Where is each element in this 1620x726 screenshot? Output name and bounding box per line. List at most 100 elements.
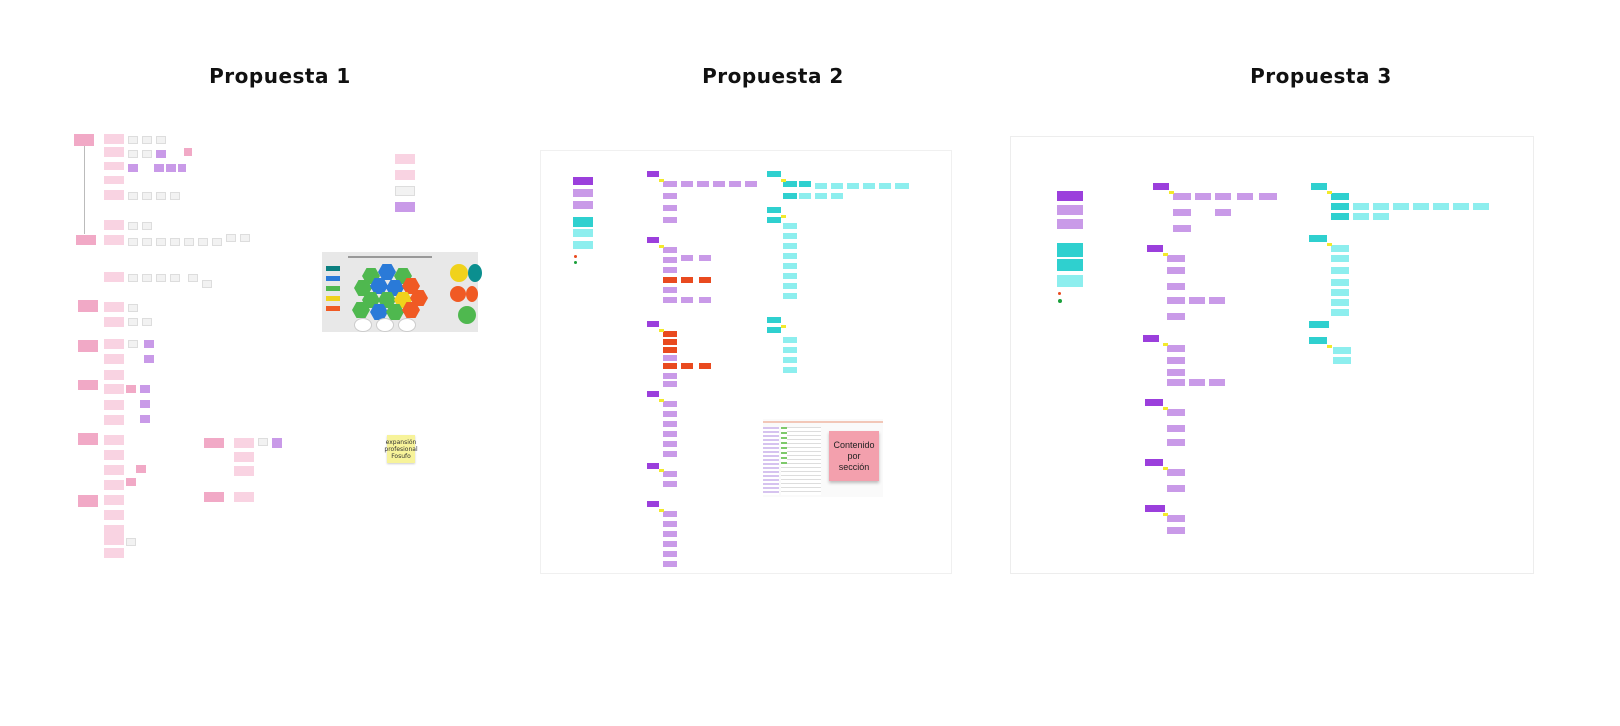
tree-node[interactable] — [1259, 193, 1277, 200]
tree-node[interactable] — [783, 283, 797, 289]
tree-node[interactable] — [1167, 297, 1185, 304]
sticky-note[interactable] — [104, 510, 124, 520]
sticky-note[interactable] — [78, 340, 98, 352]
text-card[interactable] — [170, 238, 180, 246]
sticky-note[interactable] — [126, 478, 136, 486]
text-card[interactable] — [142, 150, 152, 158]
tree-node[interactable] — [1215, 209, 1231, 216]
text-card[interactable] — [156, 192, 166, 200]
tree-node[interactable] — [663, 481, 677, 487]
text-card[interactable] — [142, 238, 152, 246]
sticky-note[interactable] — [104, 235, 124, 245]
tree-node[interactable] — [663, 257, 677, 263]
tree-node[interactable] — [663, 401, 677, 407]
sticky-note[interactable] — [104, 480, 124, 490]
sticky-note[interactable] — [104, 525, 124, 535]
sticky-note[interactable] — [140, 415, 150, 423]
tree-node[interactable] — [879, 183, 891, 189]
tree-node[interactable] — [1433, 203, 1449, 210]
sticky-note[interactable] — [140, 385, 150, 393]
sticky-note[interactable] — [154, 164, 164, 172]
tree-node[interactable] — [831, 183, 843, 189]
tree-node[interactable] — [699, 255, 711, 261]
sticky-note[interactable] — [234, 466, 254, 476]
sticky-note[interactable] — [104, 450, 124, 460]
text-card[interactable] — [198, 238, 208, 246]
tree-node[interactable] — [663, 511, 677, 517]
tree-node[interactable] — [647, 463, 659, 469]
tree-node[interactable] — [783, 233, 797, 239]
tree-node[interactable] — [767, 327, 781, 333]
sticky-note[interactable] — [204, 438, 224, 448]
tree-node[interactable] — [783, 193, 797, 199]
tree-node[interactable] — [1173, 225, 1191, 232]
tree-node[interactable] — [663, 431, 677, 437]
tree-node[interactable] — [783, 243, 797, 249]
tree-node[interactable] — [895, 183, 909, 189]
text-card[interactable] — [142, 274, 152, 282]
tree-node[interactable] — [663, 247, 677, 253]
tree-node[interactable] — [663, 331, 677, 337]
sticky-note[interactable] — [104, 147, 124, 157]
text-card[interactable] — [128, 304, 138, 312]
tree-node[interactable] — [663, 551, 677, 557]
tree-node[interactable] — [663, 373, 677, 379]
tree-node[interactable] — [1331, 309, 1349, 316]
tree-node[interactable] — [1413, 203, 1429, 210]
tree-node[interactable] — [1167, 439, 1185, 446]
tree-node[interactable] — [1167, 313, 1185, 320]
text-card[interactable] — [184, 238, 194, 246]
tree-node[interactable] — [647, 321, 659, 327]
legend-card[interactable] — [1057, 205, 1083, 215]
tree-node[interactable] — [663, 193, 677, 199]
tree-node[interactable] — [1393, 203, 1409, 210]
tree-node[interactable] — [1309, 337, 1327, 344]
tree-node[interactable] — [1167, 469, 1185, 476]
text-card[interactable] — [128, 192, 138, 200]
tree-node[interactable] — [1147, 245, 1163, 252]
text-card[interactable] — [170, 192, 180, 200]
tree-node[interactable] — [663, 205, 677, 211]
tree-node[interactable] — [1173, 209, 1191, 216]
legend-card[interactable] — [573, 201, 593, 209]
tree-node[interactable] — [1331, 289, 1349, 296]
sticky-note[interactable] — [104, 354, 124, 364]
tree-node[interactable] — [1373, 213, 1389, 220]
sticky-note[interactable] — [166, 164, 176, 172]
text-card[interactable] — [128, 318, 138, 326]
legend-card[interactable] — [573, 241, 593, 249]
legend-card[interactable] — [1057, 191, 1083, 201]
tree-node[interactable] — [1167, 515, 1185, 522]
tree-node[interactable] — [663, 441, 677, 447]
sticky-note[interactable] — [104, 190, 124, 200]
tree-node[interactable] — [783, 181, 797, 187]
text-card[interactable] — [128, 238, 138, 246]
tree-node[interactable] — [799, 181, 811, 187]
sticky-note[interactable] — [128, 164, 138, 172]
tree-node[interactable] — [1309, 321, 1329, 328]
tree-node[interactable] — [663, 287, 677, 293]
legend-card[interactable] — [395, 154, 415, 164]
tree-node[interactable] — [663, 421, 677, 427]
tree-node[interactable] — [783, 253, 797, 259]
tree-node[interactable] — [699, 297, 711, 303]
sticky-note[interactable] — [126, 385, 136, 393]
tree-node[interactable] — [1353, 213, 1369, 220]
tree-node[interactable] — [663, 277, 677, 283]
tree-node[interactable] — [663, 339, 677, 345]
tree-node[interactable] — [799, 193, 811, 199]
sticky-note[interactable] — [144, 355, 154, 363]
text-card[interactable] — [156, 238, 166, 246]
tree-node[interactable] — [681, 255, 693, 261]
sticky-note[interactable] — [234, 492, 254, 502]
tree-node[interactable] — [815, 193, 827, 199]
tree-node[interactable] — [1331, 193, 1349, 200]
sticky-note[interactable] — [74, 134, 94, 146]
tree-node[interactable] — [1145, 399, 1163, 406]
tree-node[interactable] — [1215, 193, 1231, 200]
tree-node[interactable] — [1189, 379, 1205, 386]
sticky-note[interactable] — [104, 272, 124, 282]
tree-node[interactable] — [1209, 379, 1225, 386]
tree-node[interactable] — [847, 183, 859, 189]
tree-node[interactable] — [663, 541, 677, 547]
